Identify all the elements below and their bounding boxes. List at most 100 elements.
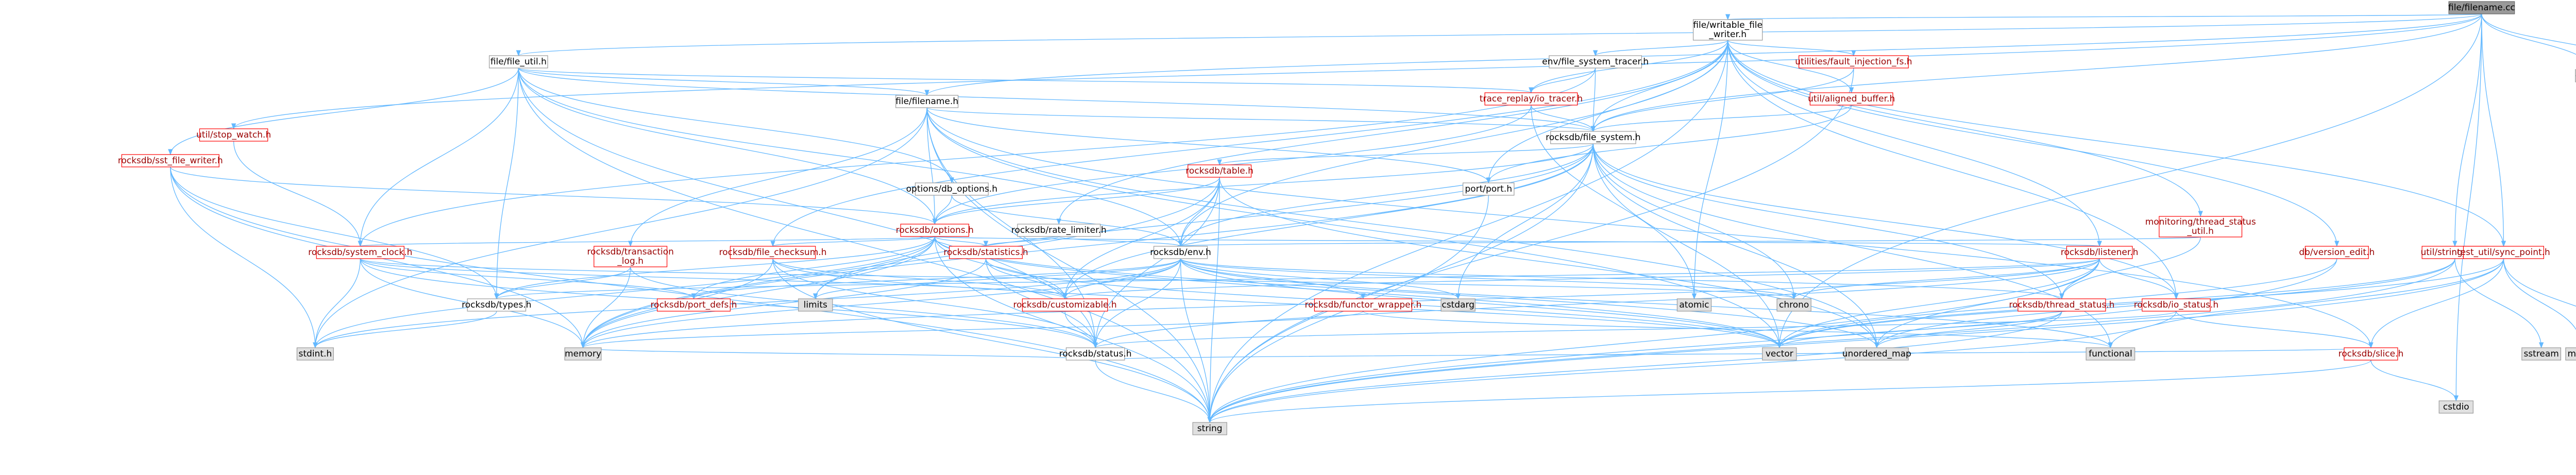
node-file-checksum[interactable]: rocksdb/file_checksum.h — [719, 246, 827, 259]
node-slice-h[interactable]: rocksdb/slice.h — [2338, 347, 2404, 361]
edge-filename_h-to-port_h — [926, 107, 1491, 184]
edge-options_h-to-memory — [580, 236, 935, 349]
node-box — [1017, 224, 1101, 237]
node-stop-watch[interactable]: util/stop_watch.h — [196, 128, 271, 142]
node-file-util[interactable]: file/file_util.h — [489, 55, 548, 69]
edge-thread_status-to-string — [1207, 311, 2062, 423]
node-label: rocksdb/port_defs.h — [651, 300, 737, 310]
node-box — [1799, 55, 1909, 69]
edge-rocksdb_table-to-status_h — [1093, 177, 1220, 349]
node-label: rocksdb/types.h — [462, 300, 531, 310]
edge-rocksdb_table-to-unordered_map — [1219, 177, 1879, 349]
edge-status_h-to-slice_h — [1095, 347, 2372, 361]
node-box — [594, 246, 668, 267]
node-mutex: mutex — [2565, 347, 2576, 361]
node-status-h[interactable]: rocksdb/status.h — [1059, 347, 1132, 361]
node-functor-wrapper[interactable]: rocksdb/functor_wrapper.h — [1304, 298, 1421, 312]
edge-types_h-to-stdint — [313, 311, 497, 349]
edge-file_system-to-cstdarg — [1455, 143, 1594, 300]
node-box — [489, 55, 548, 69]
node-transaction-log[interactable]: rocksdb/transaction_log.h — [587, 246, 674, 267]
node-box — [1776, 298, 1811, 312]
edge-filename_cc-to-filename_h — [924, 13, 2482, 96]
node-sync-point[interactable]: test_util/sync_point.h — [2457, 246, 2550, 259]
node-trace-io-tracer[interactable]: trace_replay/io_tracer.h — [1480, 92, 1583, 106]
node-box — [1314, 298, 1412, 312]
node-box — [949, 246, 1023, 259]
node-listener[interactable]: rocksdb/listener.h — [2061, 246, 2139, 259]
node-box — [895, 95, 959, 108]
node-io-status[interactable]: rocksdb/io_status.h — [2134, 298, 2218, 312]
edge-filename_h-to-options_h — [926, 107, 937, 225]
edge-file_system-to-env_h — [1178, 143, 1594, 247]
node-memory: memory — [564, 347, 602, 361]
node-label: vector — [1766, 349, 1793, 359]
node-system-clock[interactable]: rocksdb/system_clock.h — [308, 246, 412, 259]
node-box — [1762, 347, 1797, 361]
node-label: stdint.h — [299, 349, 332, 359]
node-thread-status[interactable]: rocksdb/thread_status.h — [2009, 298, 2114, 312]
node-label: rocksdb/io_status.h — [2134, 300, 2218, 310]
edge-file_system-to-vector — [1592, 143, 1782, 349]
node-types-h[interactable]: rocksdb/types.h — [462, 298, 532, 312]
edge-transaction_log-to-types_h — [494, 266, 631, 300]
node-label: file/filename.h — [895, 96, 958, 107]
edge-options_h-to-customizable — [934, 236, 1067, 300]
node-statistics[interactable]: rocksdb/statistics.h — [943, 246, 1028, 259]
node-db-options[interactable]: options/db_options.h — [906, 182, 997, 196]
node-env-h[interactable]: rocksdb/env.h — [1150, 246, 1211, 259]
node-options-h[interactable]: rocksdb/options.h — [896, 224, 974, 237]
edge-filename_cc-to-file_system — [1590, 13, 2482, 132]
node-box — [2565, 347, 2576, 361]
edge-file_util-to-sst_file_writer — [168, 67, 519, 156]
edge-file_system-to-string — [1207, 143, 1594, 423]
node-rate-limiter[interactable]: rocksdb/rate_limiter.h — [1011, 224, 1107, 237]
node-env-fs-tracer[interactable]: env/file_system_tracer.h — [1542, 55, 1649, 69]
node-label: string — [1197, 423, 1223, 434]
node-filename-h[interactable]: file/filename.h — [895, 95, 959, 108]
edge-file_checksum-to-customizable — [772, 258, 1067, 300]
node-box — [2521, 347, 2562, 361]
dependency-nodes: file/filename.ccfile/writable_file_write… — [118, 1, 2576, 435]
node-box — [1676, 298, 1712, 312]
node-thread-status-util[interactable]: monitoring/thread_status_util.h — [2145, 216, 2256, 237]
edge-rocksdb_table-to-string — [1207, 177, 1220, 423]
node-version-edit[interactable]: db/version_edit.h — [2299, 246, 2375, 259]
node-port-h[interactable]: port/port.h — [1462, 182, 1515, 196]
node-label: rocksdb/table.h — [1185, 166, 1253, 176]
node-label: file/file_util.h — [490, 57, 547, 67]
edge-slice_h-to-cstdio — [2370, 360, 2459, 402]
edge-sync_point-to-mutex — [2503, 258, 2576, 330]
node-rocksdb-table[interactable]: rocksdb/table.h — [1185, 164, 1253, 178]
edge-filename_cc-to-stop_watch — [231, 13, 2482, 130]
edge-system_clock-to-customizable — [360, 258, 1067, 300]
node-label: cctype — [2575, 71, 2576, 81]
node-box — [296, 347, 334, 361]
edge-options_h-to-limits — [813, 236, 935, 300]
node-box — [467, 298, 527, 312]
node-string: string — [1192, 422, 1227, 435]
edge-file_util-to-db_options — [518, 67, 954, 184]
node-label: cstdarg — [1442, 300, 1475, 310]
edge-options_h-to-file_checksum — [770, 236, 935, 247]
edge-transaction_log-to-status_h — [630, 266, 1098, 349]
node-fault-injection-fs[interactable]: utilities/fault_injection_fs.h — [1795, 55, 1912, 69]
node-label: rocksdb/customizable.h — [1013, 300, 1116, 310]
edge-rocksdb_table-to-options_h — [932, 177, 1220, 225]
edge-filename_cc-to-file_util — [516, 13, 2482, 57]
node-box — [798, 298, 833, 312]
edge-env_fs_tracer-to-file_system — [1590, 67, 1596, 132]
node-sst-file-writer[interactable]: rocksdb/sst_file_writer.h — [118, 154, 223, 167]
edge-listener-to-customizable — [1062, 258, 2100, 300]
node-port-defs[interactable]: rocksdb/port_defs.h — [651, 298, 737, 312]
node-customizable[interactable]: rocksdb/customizable.h — [1013, 298, 1117, 312]
node-box — [657, 298, 731, 312]
edge-rocksdb_table-to-memory — [580, 177, 1220, 349]
node-box — [2575, 69, 2576, 82]
node-file-system[interactable]: rocksdb/file_system.h — [1546, 131, 1641, 144]
edge-fault_injection_fs-to-file_system — [1590, 67, 1854, 132]
node-writable-file-writer[interactable]: file/writable_file_writer.h — [1692, 19, 1763, 41]
edge-writable_file_writer-to-sync_point — [1727, 40, 2506, 247]
node-aligned-buffer[interactable]: util/aligned_buffer.h — [1808, 92, 1895, 106]
